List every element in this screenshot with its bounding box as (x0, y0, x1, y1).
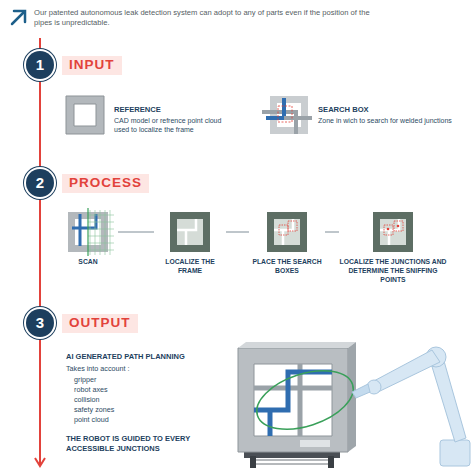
item-body: CAD model or refrence point cloud used t… (114, 116, 236, 134)
step-number: 1 (26, 51, 54, 79)
item-heading: LOCALIZE THE FRAME (154, 258, 226, 276)
step-number: 3 (26, 309, 54, 337)
scan-icon (68, 208, 114, 256)
process-step: SCAN (58, 212, 118, 267)
connector (325, 232, 339, 233)
step-number: 2 (26, 169, 54, 197)
connector (118, 232, 154, 233)
process-step: PLACE THE SEARCH BOXES (249, 212, 325, 276)
input-item: REFERENCECAD model or refrence point clo… (66, 96, 238, 134)
output-text: robot axes (74, 385, 108, 394)
item-body: Zone in wich to search for welded juncti… (318, 116, 466, 125)
connector (39, 197, 41, 309)
output-text: safety zones (74, 405, 114, 414)
output-text: point cloud (74, 415, 109, 424)
item-heading: LOCALIZE THE JUNCTIONS AND DETERMINE THE… (339, 258, 447, 284)
search-boxes-icon (267, 212, 307, 252)
output-text: THE ROBOT IS GUIDED TO EVERY ACCESSIBLE … (66, 434, 196, 454)
output-text: AI GENERATED PATH PLANNING (66, 352, 185, 361)
item-heading: REFERENCE (114, 105, 236, 115)
output-text: Takes into account : (66, 364, 130, 373)
item-heading: SCAN (58, 258, 118, 267)
intro-note: Our patented autonomous leak detection s… (34, 8, 374, 28)
input-item: SEARCH BOXZone in wich to search for wel… (262, 96, 468, 125)
connector (39, 79, 41, 169)
step-circle: 3 (26, 309, 54, 337)
timeline (35, 38, 45, 466)
arrow-icon (12, 11, 25, 24)
junctions-icon (373, 212, 413, 252)
item-heading: PLACE THE SEARCH BOXES (249, 258, 325, 276)
robot-cell-illustration (238, 342, 470, 468)
step-circle: 2 (26, 169, 54, 197)
item-heading: SEARCH BOX (318, 105, 466, 115)
connector (226, 232, 249, 233)
section-title: OUTPUT (62, 314, 138, 333)
process-step: LOCALIZE THE JUNCTIONS AND DETERMINE THE… (339, 212, 447, 284)
section-title: INPUT (62, 56, 122, 75)
frame-icon (170, 212, 210, 252)
reference-icon (66, 96, 104, 134)
process-step: LOCALIZE THE FRAME (154, 212, 226, 276)
step-circle: 1 (26, 51, 54, 79)
output-text: gripper (74, 375, 96, 384)
search-box-icon (262, 96, 312, 134)
section-title: PROCESS (62, 174, 149, 193)
output-text: collision (74, 395, 100, 404)
